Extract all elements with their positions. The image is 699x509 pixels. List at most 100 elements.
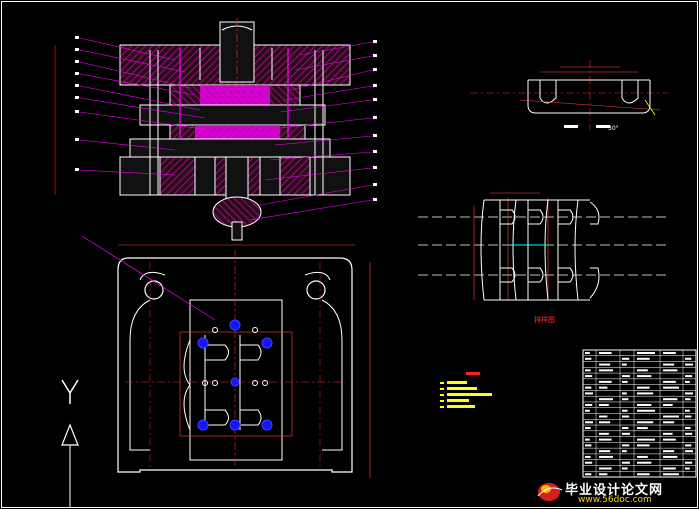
bom-cell-text	[585, 444, 592, 447]
watermark-logo	[537, 483, 563, 501]
strip-layout-view: 排样图	[418, 192, 668, 324]
bom-cell-text	[599, 455, 613, 458]
bom-cell-text	[599, 403, 609, 406]
bom-cell-text	[599, 380, 612, 383]
bom-cell-text	[685, 409, 690, 412]
bom-cell-text	[622, 427, 629, 430]
bom-cell-text	[637, 438, 655, 441]
bom-cell-text	[622, 461, 630, 464]
bom-cell-text	[663, 432, 673, 435]
bom-cell-text	[622, 444, 630, 447]
bom-cell-text	[599, 421, 611, 424]
bom-cell-text	[622, 398, 629, 401]
bom-cell-text	[685, 375, 693, 378]
bom-cell-text	[622, 450, 627, 453]
bom-cell-text	[637, 352, 655, 355]
bom-cell-text	[622, 375, 630, 378]
bom-cell-text	[663, 467, 676, 470]
bom-cell-text	[663, 450, 675, 453]
bom-cell-text	[663, 398, 678, 401]
bom-cell-text	[599, 352, 612, 355]
bom-cell-text	[599, 473, 608, 476]
bom-cell-text	[663, 369, 678, 372]
bom-cell-text	[585, 357, 592, 360]
bom-cell-text	[585, 375, 593, 378]
bom-cell-text	[637, 444, 650, 447]
die-assembly-section	[54, 18, 377, 241]
bom-cell-text	[685, 392, 693, 395]
bom-cell-text	[599, 432, 609, 435]
bom-cell-text	[585, 455, 591, 458]
bom-cell-text	[637, 375, 652, 378]
bom-cell-text	[585, 403, 593, 406]
bom-cell-text	[622, 415, 630, 418]
bom-cell-text	[637, 421, 654, 424]
bom-cell-text	[599, 450, 611, 453]
bom-cell-text	[637, 473, 650, 476]
bom-cell-text	[685, 357, 692, 360]
bom-cell-text	[585, 438, 590, 441]
bom-cell-text	[622, 392, 627, 395]
bom-cell-text	[622, 409, 628, 412]
bom-cell-text	[599, 386, 608, 389]
bom-cell-text	[599, 398, 613, 401]
bom-cell-text	[585, 392, 593, 395]
bom-cell-text	[685, 398, 691, 401]
bom-cell-text	[685, 363, 693, 366]
bom-cell-text	[663, 380, 676, 383]
bom-cell-text	[637, 455, 648, 458]
bom-cell-text	[637, 427, 648, 430]
bom-cell-text	[663, 415, 679, 418]
bom-cell-text	[637, 369, 648, 372]
bom-cell-text	[685, 467, 690, 470]
bom-cell-text	[599, 369, 613, 372]
bom-cell-text	[685, 450, 693, 453]
bom-cell-text	[685, 444, 692, 447]
y-axis-indicator: Y	[61, 379, 79, 508]
bom-cell-text	[599, 467, 612, 470]
bom-cell-text	[585, 369, 591, 372]
bom-cell-text	[637, 386, 650, 389]
part-angle-tag: 30°	[608, 125, 619, 132]
bom-cell-text	[585, 352, 590, 355]
bom-cell-text	[663, 473, 679, 476]
watermark-url: www.56doc.com	[578, 495, 652, 505]
bom-cell-text	[663, 386, 679, 389]
bom-cell-text	[685, 380, 690, 383]
watermark-text: 毕业设计论文网	[565, 483, 664, 498]
bom-cell-text	[585, 409, 590, 412]
technical-notes	[440, 372, 492, 408]
bom-cell-text	[685, 432, 693, 435]
bom-cell-text	[599, 415, 608, 418]
bom-cell-text	[637, 357, 650, 360]
part-detail-view: 30°	[470, 60, 668, 132]
bom-cell-text	[599, 363, 611, 366]
bom-cell-text	[585, 386, 592, 389]
bom-cell-text	[585, 427, 591, 430]
bom-cell-text	[637, 392, 654, 395]
bom-cell-text	[663, 352, 676, 355]
bom-cell-text	[599, 438, 612, 441]
bom-cell-text	[622, 357, 630, 360]
bom-cell-text	[685, 461, 693, 464]
bom-cell-text	[622, 363, 627, 366]
bom-cell-text	[585, 473, 592, 476]
bom-cell-text	[622, 380, 628, 383]
bom-cell-text	[637, 409, 655, 412]
bom-cell-text	[685, 427, 691, 430]
bom-cell-text	[637, 403, 652, 406]
bom-cell-text	[622, 467, 628, 470]
strip-layout-caption: 排样图	[534, 315, 555, 324]
bom-cell-text	[585, 421, 593, 424]
bom-cell-text	[622, 432, 630, 435]
bom-cell-text	[685, 415, 692, 418]
bom-cell-text	[663, 455, 678, 458]
bom-cell-text	[663, 403, 673, 406]
bom-cell-text	[663, 421, 675, 424]
bom-cell-text	[663, 438, 676, 441]
bill-of-materials-table	[582, 349, 697, 478]
bom-cell-text	[663, 363, 675, 366]
bom-cell-text	[637, 461, 652, 464]
